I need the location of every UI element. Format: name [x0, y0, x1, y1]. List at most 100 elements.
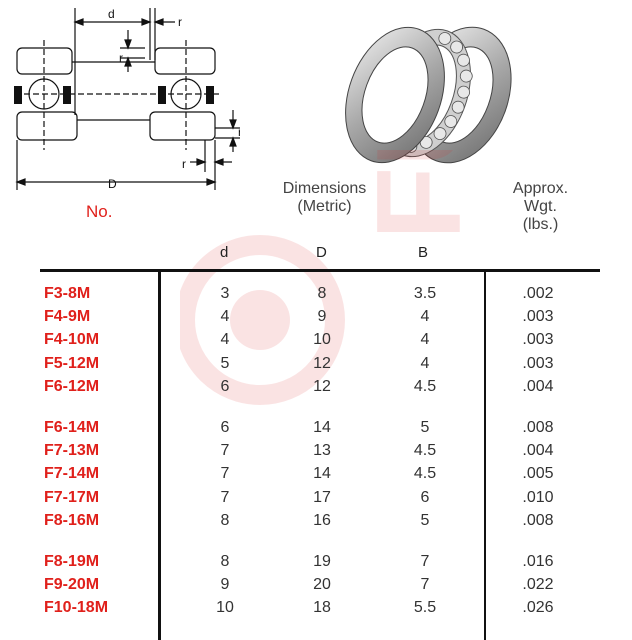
value-D: 13 [313, 442, 331, 460]
thrust-bearing-illustration [345, 26, 512, 164]
value-d: 7 [220, 488, 230, 506]
value-B: 3.5 [413, 285, 437, 302]
value-B: 7 [420, 553, 430, 570]
value-B: 4 [420, 331, 430, 349]
diagram-label-r-bottom: r [182, 157, 186, 171]
col-header-dimensions: Dimensions (Metric) [262, 180, 387, 216]
value-D: 8 [317, 285, 327, 302]
value-B: 4.5 [413, 442, 437, 460]
value-weight: .004 [522, 442, 554, 460]
value-B: 6 [420, 488, 430, 506]
table-row: F7-13M 7 13 4.5 .004 [0, 440, 632, 462]
value-B: 4 [420, 308, 430, 326]
value-D: 20 [313, 576, 331, 594]
dimensions-subtitle: (Metric) [297, 198, 352, 215]
diagram-label-d: d [108, 7, 115, 21]
value-weight: .003 [522, 354, 554, 372]
table-row: F8-19M 8 19 7 .016 [0, 551, 632, 573]
table-row: F6-14M 6 14 5 .008 [0, 417, 632, 439]
weight-line-3: (lbs.) [522, 216, 559, 233]
value-weight: .002 [522, 285, 554, 302]
value-weight: .008 [522, 511, 554, 529]
table-divider-left [158, 271, 161, 640]
part-number: F8-19M [44, 553, 100, 570]
col-header-weight: Approx. Wgt. (lbs.) [498, 180, 583, 234]
value-D: 19 [313, 553, 331, 570]
part-number: F7-14M [44, 465, 100, 483]
value-D: 10 [313, 331, 331, 349]
col-header-no: No. [86, 202, 113, 221]
table-row: F5-12M 5 12 4 .003 [0, 353, 632, 375]
value-d: 4 [220, 331, 230, 349]
value-d: 4 [220, 308, 230, 326]
col-header-B: B [418, 244, 429, 261]
col-header-D: D [316, 244, 327, 261]
table-top-rule [40, 269, 600, 272]
value-d: 8 [220, 553, 230, 570]
part-number: F3-8M [44, 285, 91, 302]
value-weight: .008 [522, 419, 554, 436]
value-d: 6 [220, 419, 230, 436]
value-d: 10 [216, 599, 234, 617]
value-B: 4.5 [413, 465, 437, 483]
part-number: F8-16M [44, 511, 100, 529]
value-B: 4 [420, 354, 430, 372]
value-D: 18 [313, 599, 331, 617]
value-d: 7 [220, 442, 230, 460]
part-number: F6-14M [44, 419, 100, 436]
watermark-text: FUSHI [352, 150, 486, 240]
part-number: F9-20M [44, 576, 100, 594]
value-weight: .005 [522, 465, 554, 483]
value-D: 16 [313, 511, 331, 529]
table-row: F10-18M 10 18 5.5 .026 [0, 597, 632, 619]
value-B: 5 [420, 511, 430, 529]
diagram-label-r-top: r [178, 15, 182, 29]
part-number: F6-12M [44, 377, 100, 395]
col-header-d: d [220, 244, 229, 261]
value-D: 12 [313, 354, 331, 372]
value-D: 14 [313, 419, 331, 436]
diagram-label-r-right: r [238, 125, 240, 139]
value-B: 4.5 [413, 377, 437, 395]
table-row: F7-14M 7 14 4.5 .005 [0, 463, 632, 485]
value-weight: .003 [522, 331, 554, 349]
value-d: 3 [220, 285, 230, 302]
bearing-section-diagram: d r r r r D [14, 7, 240, 191]
value-D: 17 [313, 488, 331, 506]
value-D: 14 [313, 465, 331, 483]
value-B: 5 [420, 419, 430, 436]
value-weight: .003 [522, 308, 554, 326]
dimensions-title: Dimensions [282, 180, 367, 197]
value-weight: .010 [522, 488, 554, 506]
value-B: 5.5 [413, 599, 437, 617]
diagram-label-D: D [108, 177, 117, 191]
table-row: F7-17M 7 17 6 .010 [0, 487, 632, 509]
value-B: 7 [420, 576, 430, 594]
table-row: F3-8M 3 8 3.5 .002 [0, 283, 632, 305]
weight-line-1: Approx. [512, 180, 569, 197]
table-divider-right [484, 271, 486, 640]
value-d: 9 [220, 576, 230, 594]
part-number: F7-17M [44, 488, 100, 506]
value-d: 7 [220, 465, 230, 483]
part-number: F10-18M [44, 599, 109, 617]
diagram-label-r-left: r [119, 51, 123, 65]
part-number: F4-9M [44, 308, 91, 326]
table-row: F4-10M 4 10 4 .003 [0, 329, 632, 351]
part-number: F5-12M [44, 354, 100, 372]
table-row: F8-16M 8 16 5 .008 [0, 510, 632, 532]
weight-line-2: Wgt. [524, 198, 557, 215]
part-number: F7-13M [44, 442, 100, 460]
value-d: 8 [220, 511, 230, 529]
value-D: 9 [317, 308, 327, 326]
value-d: 5 [220, 354, 230, 372]
table-row: F4-9M 4 9 4 .003 [0, 306, 632, 328]
value-weight: .026 [522, 599, 554, 617]
value-D: 12 [313, 377, 331, 395]
fushi-watermark: FUSHI [180, 150, 486, 405]
value-weight: .016 [522, 553, 554, 570]
part-number: F4-10M [44, 331, 100, 349]
value-d: 6 [220, 377, 230, 395]
